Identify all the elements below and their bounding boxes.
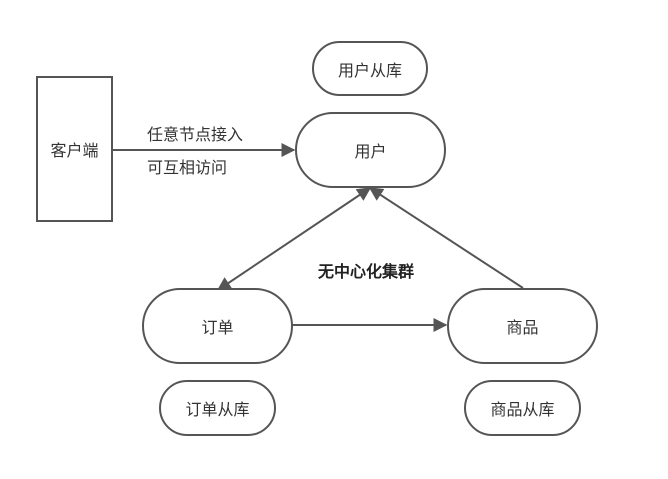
edge-label-line1: 任意节点接入: [147, 125, 244, 144]
node-order: 订单: [142, 288, 293, 364]
node-user-db: 用户从库: [312, 41, 428, 96]
node-client-label: 客户端: [50, 141, 99, 160]
node-product: 商品: [447, 288, 598, 364]
node-product-label: 商品: [506, 318, 539, 337]
node-order-db: 订单从库: [159, 380, 276, 436]
edge-label-line2: 可互相访问: [147, 158, 228, 177]
node-user: 用户: [295, 112, 446, 188]
node-user-db-label: 用户从库: [337, 60, 402, 80]
edge-product-to-user: [368, 187, 524, 289]
node-order-db-label: 订单从库: [185, 400, 250, 419]
node-product-db-label: 商品从库: [490, 400, 555, 419]
edge-user-order: [216, 187, 372, 291]
node-order-label: 订单: [201, 318, 234, 337]
node-user-label: 用户: [354, 142, 387, 161]
cluster-title: 无中心化集群: [318, 262, 415, 281]
node-client: 客户端: [36, 76, 113, 222]
node-product-db: 商品从库: [464, 380, 581, 436]
